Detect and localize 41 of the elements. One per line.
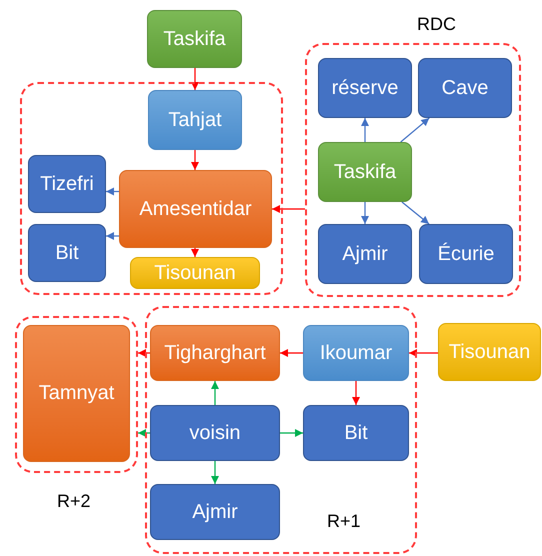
- process-box: Taskifa: [147, 10, 242, 68]
- process-box: Tigharghart: [150, 325, 280, 381]
- process-box: réserve: [318, 58, 412, 118]
- arrow: [211, 381, 219, 405]
- arrow: [191, 68, 199, 90]
- process-box: Tahjat: [148, 90, 242, 150]
- process-box: Tisounan: [130, 257, 260, 289]
- arrow: [106, 232, 119, 240]
- process-box: Tizefri: [28, 155, 106, 213]
- arrow: [409, 349, 438, 357]
- arrow: [402, 202, 430, 224]
- arrow: [400, 118, 430, 142]
- arrow: [106, 188, 119, 196]
- process-box: Écurie: [419, 224, 513, 284]
- arrow: [272, 205, 305, 213]
- arrow: [211, 461, 219, 484]
- arrow: [280, 349, 303, 357]
- arrow: [191, 150, 199, 170]
- group-label: R+2: [57, 490, 91, 513]
- process-box: Tisounan: [438, 323, 541, 381]
- process-box: Cave: [418, 58, 512, 118]
- arrow: [361, 118, 369, 142]
- process-box: Amesentidar: [119, 170, 272, 248]
- arrow: [280, 429, 303, 437]
- arrow: [138, 349, 150, 357]
- process-box: Bit: [303, 405, 409, 461]
- process-box: Ikoumar: [303, 325, 409, 381]
- arrow: [361, 202, 369, 224]
- dashed-group-frame: [145, 306, 417, 554]
- arrow: [138, 429, 150, 437]
- process-box: Ajmir: [318, 224, 412, 284]
- process-box: Ajmir: [150, 484, 280, 540]
- process-box: Bit: [28, 224, 106, 282]
- arrow: [352, 381, 360, 405]
- process-box: voisin: [150, 405, 280, 461]
- group-label: RDC: [417, 13, 456, 36]
- arrow: [191, 248, 199, 257]
- group-label: R+1: [327, 510, 361, 533]
- process-box: Taskifa: [318, 142, 412, 202]
- process-box: Tamnyat: [23, 325, 130, 462]
- dashed-group-frame: [20, 82, 283, 295]
